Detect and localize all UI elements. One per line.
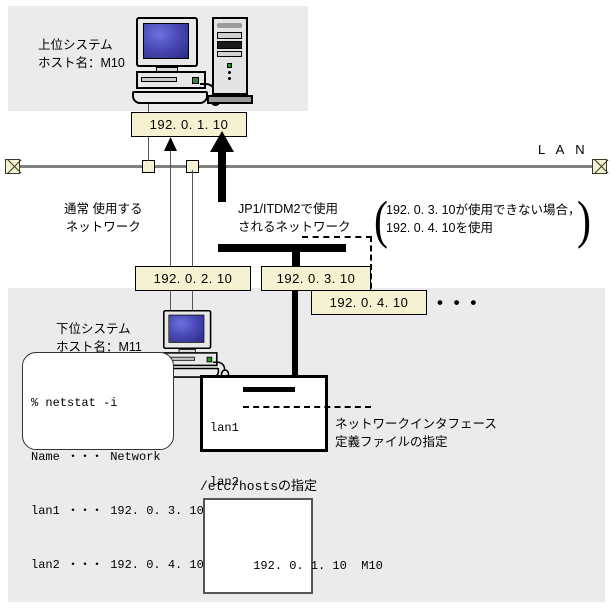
fallback-note-paren-left: ( [374, 192, 388, 250]
fallback-note-line2: 192. 0. 4. 10を使用 [386, 221, 494, 235]
additional-interfaces-ellipsis: • • • [437, 293, 480, 312]
interface-file-annotation: ネットワークインタフェース 定義ファイルの指定 [335, 415, 497, 451]
lan-backbone-line [14, 165, 598, 168]
lan-terminator-left [5, 159, 20, 174]
lower-system-label: 下位システム ホスト名：M11 [56, 320, 142, 356]
hosts-row-host: M10 [361, 559, 383, 573]
interface-file-annotation-line1: ネットワークインタフェース [335, 417, 497, 431]
upper-system-ip-box: 192. 0. 1. 10 [131, 112, 247, 137]
hosts-file-box [203, 498, 313, 594]
lan-tap-upper [142, 160, 155, 173]
netstat-callout-text: % netstat -i Name ・・・ Network lan1 ・・・ 1… [31, 358, 204, 608]
fallback-note-line1: 192. 0. 3. 10が使用できない場合， [386, 203, 581, 217]
jp1-network-vertical-lower [292, 291, 298, 383]
lan-terminator-right [592, 159, 607, 174]
jp1-network-vertical-mid [292, 252, 300, 272]
normal-network-annotation: 通常 使用する ネットワーク [64, 200, 142, 236]
lower-system-ip-box-alt: 192. 0. 4. 10 [311, 290, 427, 315]
iface-line-1: lan2 [210, 475, 239, 489]
normal-network-annotation-line2: ネットワーク [65, 220, 141, 234]
jp1-network-elbow-horizontal [218, 244, 346, 252]
upper-system-label-line2: ホスト名：M10 [38, 56, 125, 70]
upper-ip-to-lan-cable [148, 137, 149, 161]
iface-lan2-dashed-horizontal [243, 406, 371, 408]
upper-system-cable [148, 104, 149, 114]
netstat-callout-box [22, 352, 174, 450]
hosts-file-rows: 192. 0. 1. 10 M10 192. 0. 2. 10 M11 192.… [210, 503, 383, 608]
fallback-dashed-connector-horizontal [302, 236, 372, 238]
lower-normal-cable-b [192, 291, 193, 311]
fallback-note-paren-right: ) [577, 192, 591, 250]
normal-network-annotation-line1: 通常 使用する [64, 202, 143, 216]
iface-line-0: lan1 [210, 421, 239, 435]
jp1-network-annotation-line1: JP1/ITDM2で使用 [238, 202, 339, 216]
lower-system-label-line2: ホスト名：M11 [56, 340, 142, 354]
lower-system-label-line1: 下位システム [56, 322, 131, 336]
netstat-line-1: Name ・・・ Network [31, 450, 161, 464]
upper-system-label: 上位システム ホスト名：M10 [38, 36, 125, 72]
lower-system-ip-box-normal: 192. 0. 2. 10 [135, 266, 251, 291]
netstat-line-2: lan1 ・・・ 192. 0. 3. 10 [31, 504, 204, 518]
normal-network-path-line [170, 150, 171, 272]
normal-network-arrowhead [164, 137, 177, 151]
upper-system-label-line1: 上位システム [38, 38, 113, 52]
normal-network-secondary-line [192, 170, 193, 272]
fallback-note: 192. 0. 3. 10が使用できない場合， 192. 0. 4. 10を使用 [386, 201, 581, 237]
hosts-row: 192. 0. 1. 10 M10 [210, 539, 383, 593]
iface-lan1-stub [243, 387, 295, 392]
jp1-network-annotation: JP1/ITDM2で使用 されるネットワーク [238, 200, 351, 236]
lower-system-ip-box-jp1: 192. 0. 3. 10 [261, 266, 371, 291]
lan-label: L A N [538, 142, 589, 157]
netstat-line-3: lan2 ・・・ 192. 0. 4. 10 [31, 558, 204, 572]
jp1-network-annotation-line2: されるネットワーク [238, 220, 351, 234]
interface-file-annotation-line2: 定義ファイルの指定 [335, 435, 448, 449]
hosts-row-ip: 192. 0. 1. 10 [253, 559, 347, 573]
jp1-network-vertical-top [218, 150, 226, 202]
fallback-dashed-connector-vertical [370, 236, 372, 298]
jp1-network-arrowhead [210, 131, 234, 152]
netstat-line-0: % netstat -i [31, 396, 118, 410]
lower-normal-cable-a [170, 291, 171, 311]
hosts-file-title: /etc/hostsの指定 [200, 479, 318, 494]
